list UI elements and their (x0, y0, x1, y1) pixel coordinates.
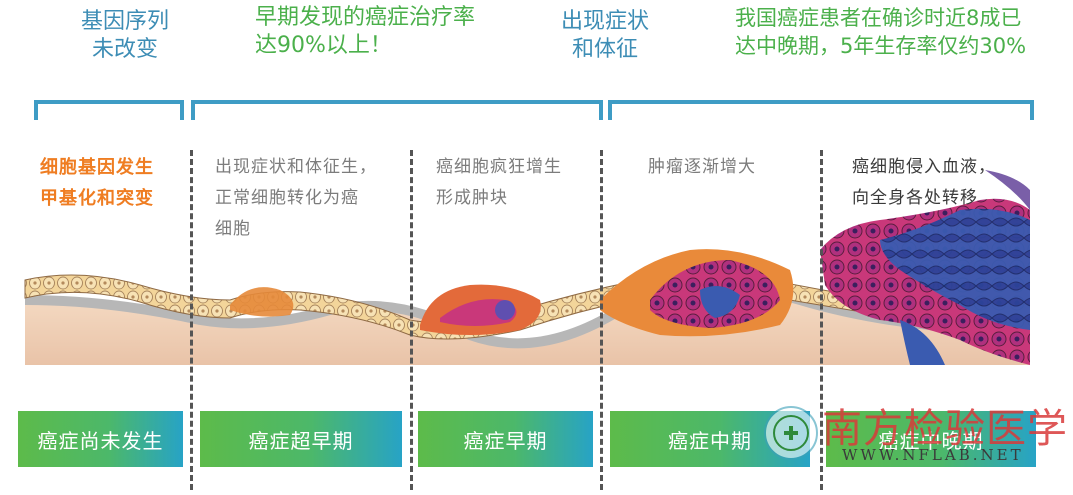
stage-not-occurred: 癌症尚未发生 (18, 411, 183, 467)
desc-early: 癌细胞疯狂增生 形成肿块 (436, 152, 596, 214)
divider-1 (190, 150, 193, 490)
desc-late: 癌细胞侵入血液， 向全身各处转移 (852, 152, 1052, 214)
desc-line: 细胞基因发生 (40, 157, 154, 178)
desc-line: 肿瘤逐渐增大 (648, 157, 756, 177)
stage-super-early: 癌症超早期 (200, 411, 402, 467)
label-gene-unchanged: 基因序列 未改变 (55, 8, 195, 64)
desc-line: 癌细胞侵入血液， (852, 157, 996, 177)
bracket-early-stage (191, 100, 603, 120)
label-line: 未改变 (91, 37, 158, 62)
label-line: 达90%以上！ (255, 33, 392, 58)
watermark-url: WWW.NFLAB.NET (842, 446, 1024, 464)
divider-3 (600, 150, 603, 490)
desc-super-early: 出现症状和体征生， 正常细胞转化为癌 细胞 (215, 152, 405, 245)
watermark-logo-icon (764, 406, 818, 460)
stage-mid-late: 癌症中晚期 (826, 411, 1036, 467)
desc-line: 正常细胞转化为癌 (215, 188, 359, 208)
tissue-illustration (24, 170, 1031, 365)
label-line: 早期发现的癌症治疗率 (255, 5, 476, 30)
divider-4 (820, 150, 823, 490)
bracket-late-stage (608, 100, 1034, 120)
stage-early: 癌症早期 (418, 411, 593, 467)
desc-gene-mutation: 细胞基因发生 甲基化和突变 (40, 152, 185, 214)
label-symptoms: 出现症状 和体征 (545, 8, 665, 64)
desc-line: 细胞 (215, 219, 251, 239)
label-late-diagnosis: 我国癌症患者在确诊时近8成已 达中晚期，5年生存率仅约30% (735, 4, 1070, 60)
bracket-gene-stage (34, 100, 184, 120)
label-line: 和体征 (571, 37, 638, 62)
label-line: 达中晚期，5年生存率仅约30% (735, 34, 1027, 58)
divider-2 (410, 150, 413, 490)
desc-line: 向全身各处转移 (852, 188, 978, 208)
label-line: 基因序列 (80, 9, 169, 34)
desc-line: 形成肿块 (436, 188, 508, 208)
desc-line: 癌细胞疯狂增生 (436, 157, 562, 177)
label-line: 出现症状 (560, 9, 649, 34)
label-early-cure-rate: 早期发现的癌症治疗率 达90%以上！ (255, 4, 525, 60)
label-line: 我国癌症患者在确诊时近8成已 (735, 6, 1022, 30)
desc-line: 甲基化和突变 (40, 188, 154, 209)
desc-line: 出现症状和体征生， (215, 157, 377, 177)
watermark-title: 南方检验医学 (822, 406, 1068, 452)
desc-mid: 肿瘤逐渐增大 (648, 152, 808, 183)
